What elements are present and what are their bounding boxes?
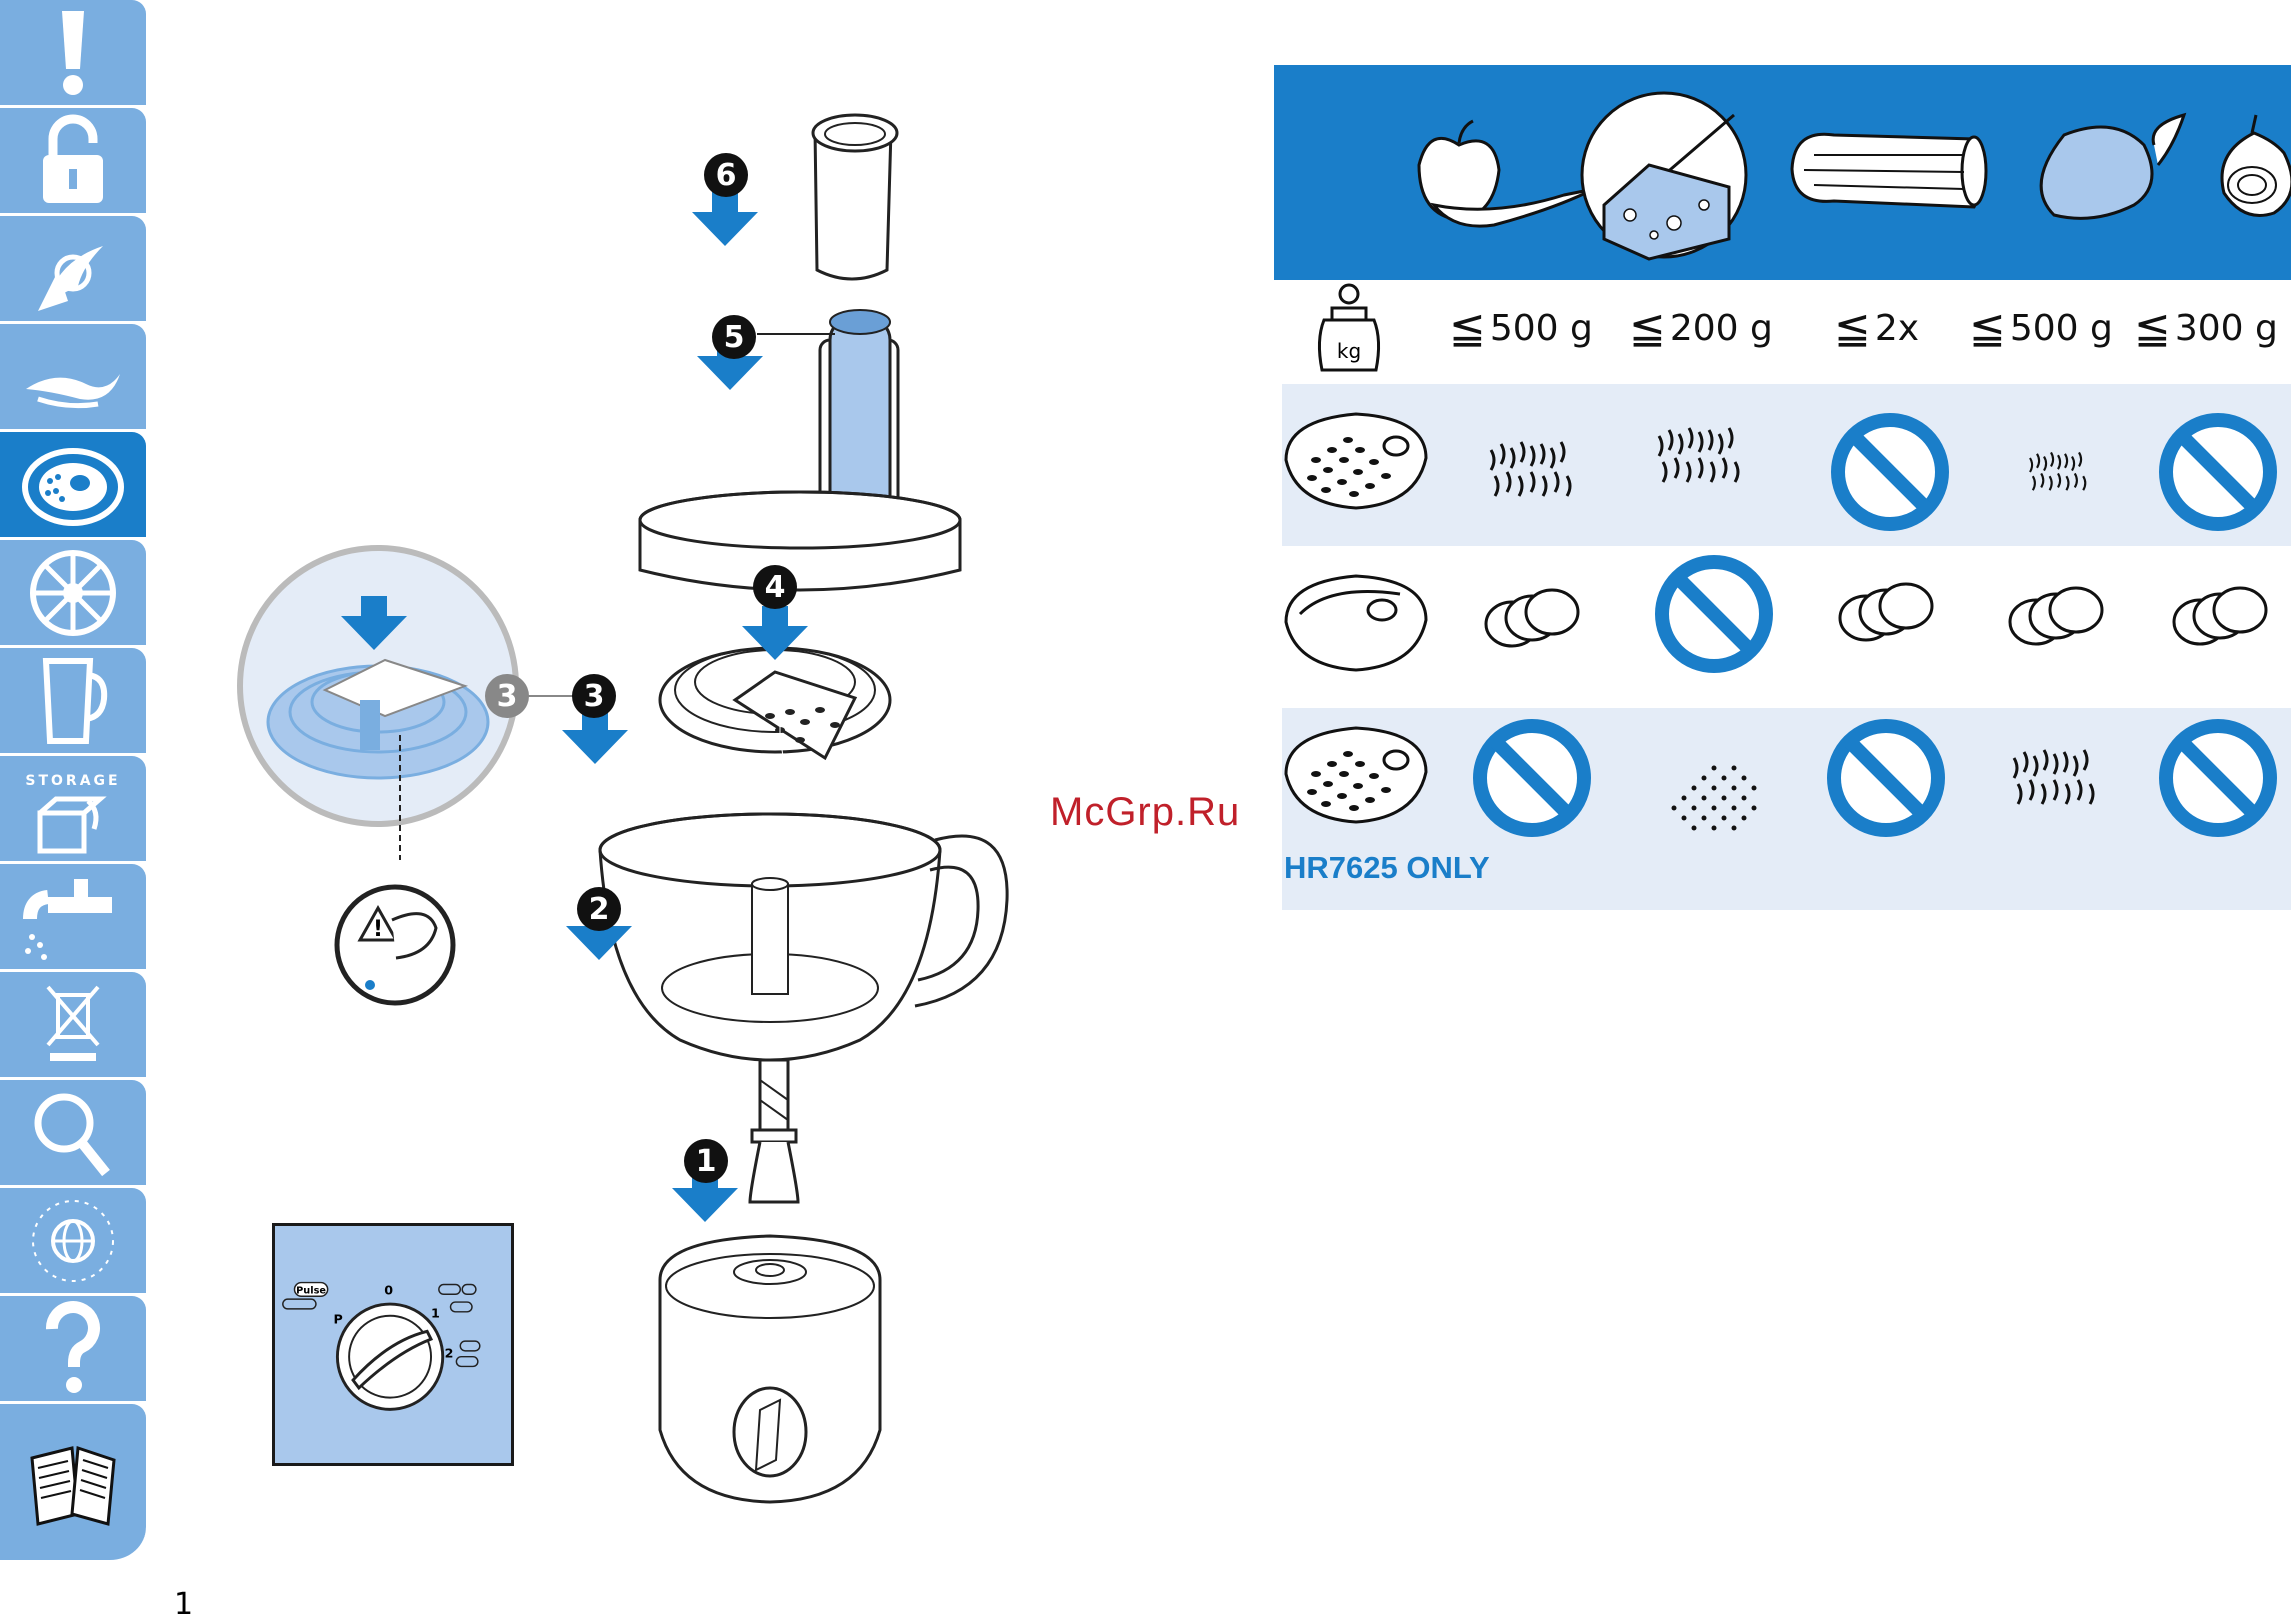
not-allowed-icon: [1480, 726, 1584, 830]
step-6-badge: 6: [704, 153, 748, 197]
weight-cheese: ≦200 g: [1629, 308, 1773, 349]
hr7625-only-label: HR7625 ONLY: [1284, 850, 1490, 886]
step-1-badge: 1: [684, 1139, 728, 1183]
speed-dial: Pulse P 0 1 2: [275, 1226, 511, 1463]
speed-dial-panel: Pulse P 0 1 2: [272, 1223, 514, 1466]
weight-cucumber: ≦2x: [1834, 308, 1919, 349]
detail-inset: [240, 548, 516, 860]
shreds-small-icon: [2014, 750, 2093, 804]
not-allowed-icon: [1662, 562, 1766, 666]
shreds-icon: [1491, 442, 1570, 496]
weight-potato: ≦500 g: [1969, 308, 2113, 349]
weight-limits-row: kg ≦500 g ≦200 g ≦2x ≦500 g ≦300 g: [1274, 280, 2291, 380]
coarse-grating-disc-icon: [1286, 414, 1426, 508]
step-5-badge: 5: [712, 315, 756, 359]
processing-table: [1274, 380, 2291, 920]
slices-icon: [2010, 588, 2102, 644]
cheese-icon: [1582, 93, 1746, 259]
step-2-badge: 2: [577, 887, 621, 931]
step-3-badge: 3: [572, 674, 616, 718]
fruit-vegetable-icon: [1419, 121, 1594, 226]
shreds-small-icon: [2030, 452, 2085, 490]
shreds-dense-icon: [1659, 428, 1738, 482]
weight-fruit: ≦500 g: [1449, 308, 1593, 349]
grating-disc: [660, 648, 890, 810]
potato-icon: [2041, 115, 2184, 218]
not-allowed-icon: [2166, 420, 2270, 524]
dial-1-label: 1: [431, 1306, 440, 1321]
motor-unit: [660, 1236, 880, 1502]
food-header-band: [1274, 65, 2291, 280]
coupling: [750, 1060, 798, 1202]
slicing-disc-icon: [1286, 576, 1426, 670]
slices-rings-icon: [2174, 588, 2266, 644]
fine-grating-disc-icon: [1286, 728, 1426, 822]
row-slicing: [1286, 562, 2266, 670]
dial-2-label: 2: [445, 1346, 454, 1361]
dial-0-label: 0: [384, 1282, 393, 1297]
not-allowed-icon: [2166, 726, 2270, 830]
sharp-edge-warning: !: [337, 887, 453, 1003]
step-4-badge: 4: [753, 565, 797, 609]
slices-standing-icon: [1840, 584, 1932, 640]
dial-p-label: P: [334, 1312, 343, 1327]
food-pusher: [813, 115, 897, 279]
not-allowed-icon: [1834, 726, 1938, 830]
watermark: McGrp.Ru: [1050, 790, 1240, 835]
not-allowed-icon: [1838, 420, 1942, 524]
svg-text:!: !: [373, 917, 383, 942]
weight-onion: ≦300 g: [2134, 308, 2278, 349]
weight-kg-label: kg: [1337, 339, 1361, 363]
row-coarse-grating: [1286, 414, 2270, 524]
step-3-inset-badge: 3: [485, 674, 529, 718]
onion-icon: [2222, 115, 2291, 216]
row-fine-grating: [1286, 726, 2270, 831]
weight-kg-icon: kg: [1304, 280, 1394, 380]
pulse-label: Pulse: [296, 1285, 326, 1296]
bowl: [600, 814, 1007, 1060]
slices-icon: [1486, 590, 1578, 646]
fine-crumbs-icon: [1672, 766, 1757, 831]
food-icons: [1274, 65, 2291, 280]
cucumber-icon: [1792, 134, 1986, 207]
lid: [640, 492, 960, 590]
